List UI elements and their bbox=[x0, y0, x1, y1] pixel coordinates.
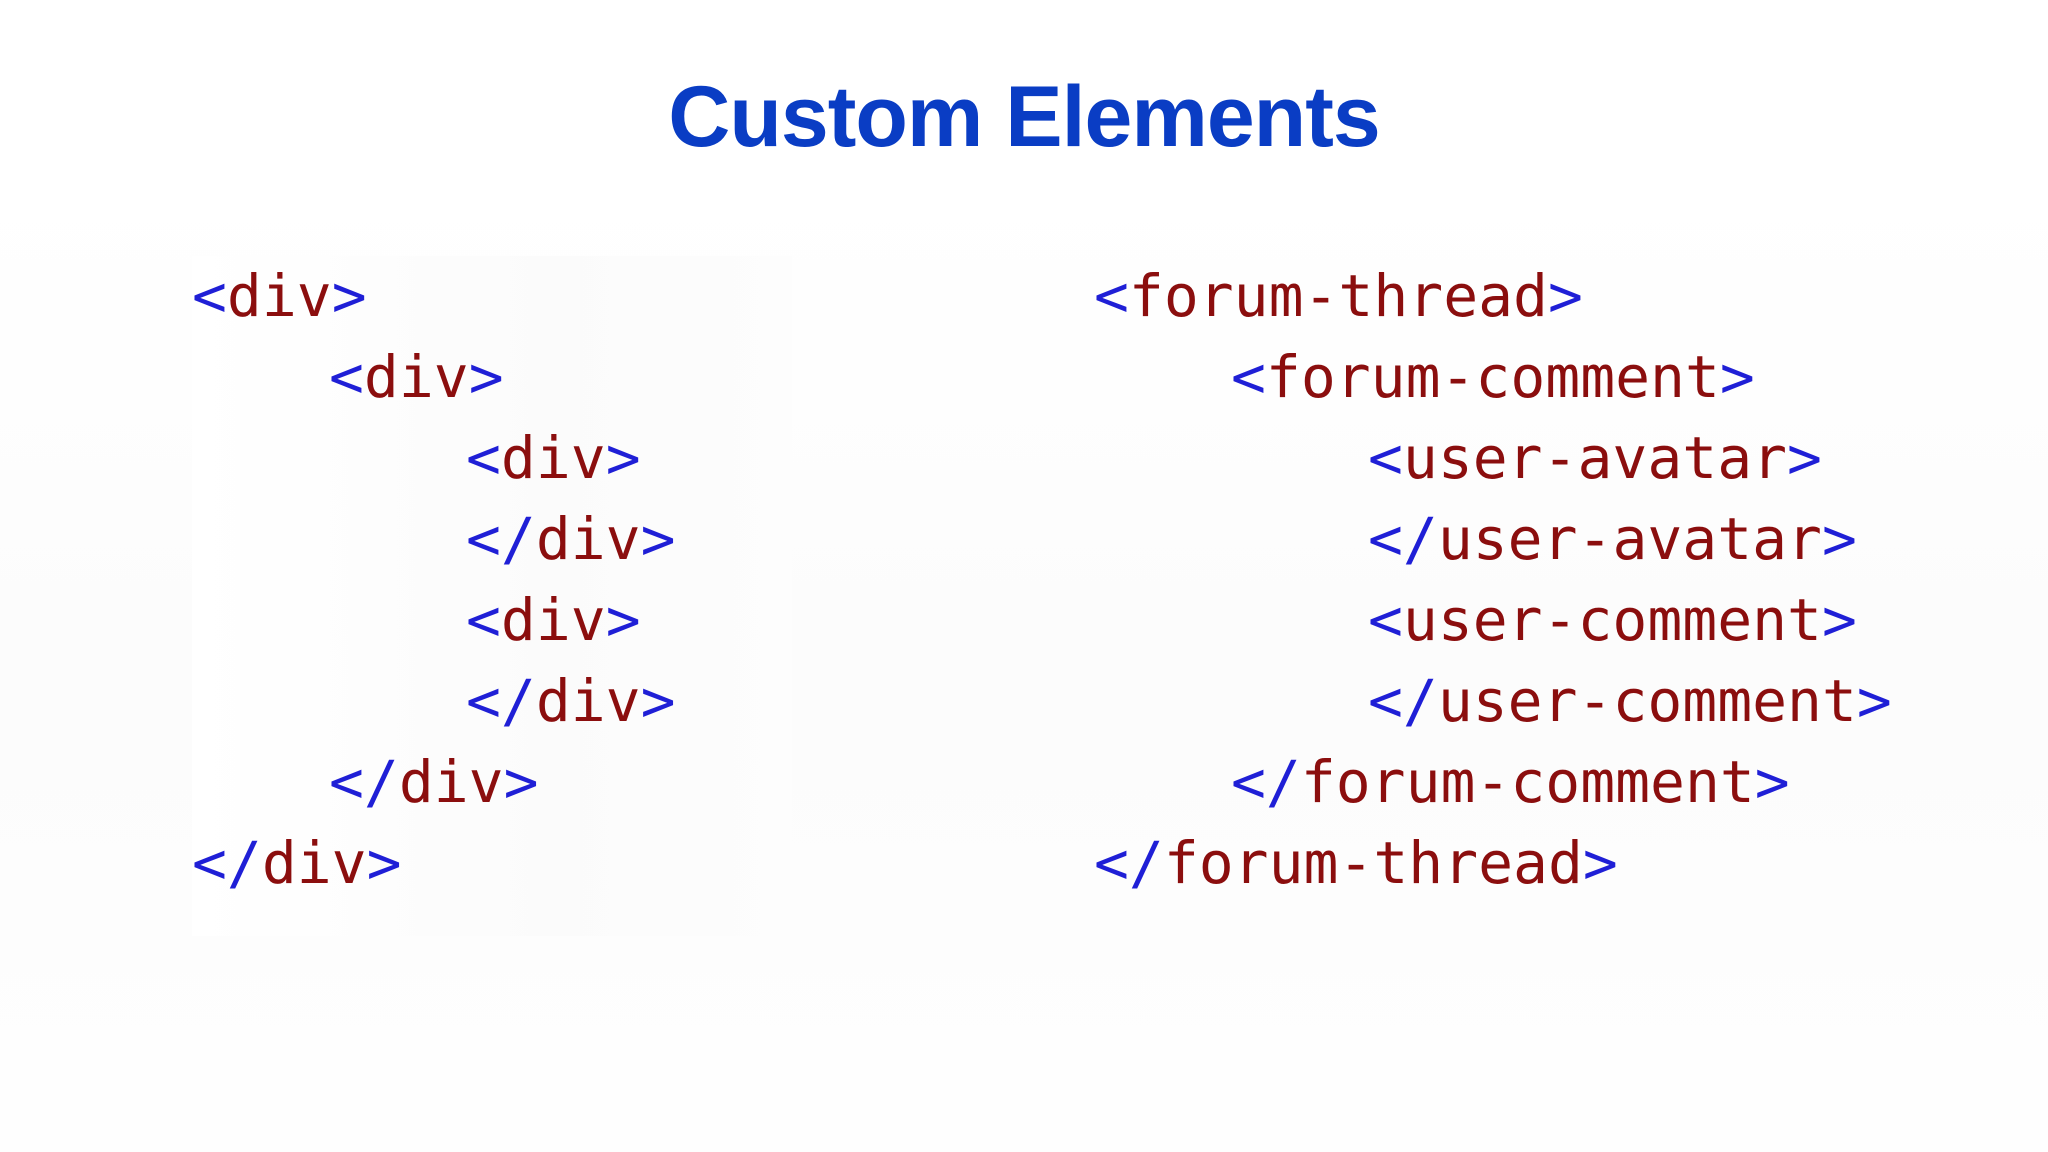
slide-title: Custom Elements bbox=[668, 69, 1380, 165]
tag-open-bracket: < bbox=[466, 424, 501, 492]
div-markup-code-block: <div><div><div></div><div></div></div></… bbox=[192, 256, 792, 936]
tag-name: div bbox=[261, 829, 367, 897]
tag-open-bracket: < bbox=[1368, 424, 1403, 492]
tag-name: forum-comment bbox=[1300, 748, 1755, 816]
tag-name: user-comment bbox=[1437, 667, 1857, 735]
tag-close-bracket: > bbox=[1787, 424, 1822, 492]
custom-elements-code-block: <forum-thread><forum-comment><user-avata… bbox=[1094, 256, 1894, 936]
tag-close-bracket: > bbox=[1719, 343, 1755, 411]
code-line: <div> bbox=[192, 337, 792, 418]
code-line: <div> bbox=[192, 418, 792, 499]
code-line: </div> bbox=[192, 742, 792, 823]
tag-close-bracket: > bbox=[468, 343, 504, 411]
tag-name: div bbox=[535, 667, 641, 735]
tag-open-bracket: </ bbox=[466, 667, 536, 735]
tag-name: user-avatar bbox=[1402, 424, 1788, 492]
tag-close-bracket: > bbox=[1821, 505, 1857, 573]
tag-close-bracket: > bbox=[605, 424, 641, 492]
tag-name: forum-comment bbox=[1265, 343, 1720, 411]
tag-close-bracket: > bbox=[331, 262, 367, 330]
code-line: </forum-comment> bbox=[1094, 742, 1894, 823]
code-line: </div> bbox=[192, 499, 792, 580]
code-line: <forum-comment> bbox=[1094, 337, 1894, 418]
tag-close-bracket: > bbox=[640, 505, 676, 573]
code-line: </user-avatar> bbox=[1094, 499, 1894, 580]
code-line: <user-comment> bbox=[1094, 580, 1894, 661]
code-line: </div> bbox=[192, 823, 792, 904]
code-line: <forum-thread> bbox=[1094, 256, 1894, 337]
tag-name: user-comment bbox=[1402, 586, 1822, 654]
tag-close-bracket: > bbox=[1821, 586, 1857, 654]
tag-name: div bbox=[500, 586, 606, 654]
tag-name: div bbox=[500, 424, 606, 492]
tag-close-bracket: > bbox=[605, 586, 641, 654]
tag-name: user-avatar bbox=[1437, 505, 1822, 573]
tag-name: div bbox=[535, 505, 641, 573]
tag-open-bracket: < bbox=[1094, 262, 1129, 330]
tag-close-bracket: > bbox=[366, 829, 402, 897]
tag-open-bracket: </ bbox=[192, 829, 262, 897]
tag-open-bracket: </ bbox=[1094, 829, 1164, 897]
tag-open-bracket: </ bbox=[1368, 667, 1438, 735]
code-line: <div> bbox=[192, 256, 792, 337]
code-line: </user-comment> bbox=[1094, 661, 1894, 742]
tag-close-bracket: > bbox=[640, 667, 676, 735]
tag-open-bracket: </ bbox=[466, 505, 536, 573]
tag-close-bracket: > bbox=[1582, 829, 1618, 897]
tag-name: div bbox=[398, 748, 504, 816]
code-line: <user-avatar> bbox=[1094, 418, 1894, 499]
tag-name: forum-thread bbox=[1128, 262, 1548, 330]
tag-close-bracket: > bbox=[1754, 748, 1790, 816]
tag-open-bracket: </ bbox=[329, 748, 399, 816]
tag-name: div bbox=[363, 343, 469, 411]
tag-close-bracket: > bbox=[1856, 667, 1892, 735]
tag-open-bracket: < bbox=[1231, 343, 1266, 411]
tag-open-bracket: </ bbox=[1231, 748, 1301, 816]
tag-name: div bbox=[226, 262, 332, 330]
code-line: <div> bbox=[192, 580, 792, 661]
tag-close-bracket: > bbox=[1547, 262, 1583, 330]
tag-open-bracket: </ bbox=[1368, 505, 1438, 573]
code-line: </forum-thread> bbox=[1094, 823, 1894, 904]
tag-open-bracket: < bbox=[1368, 586, 1403, 654]
code-line: </div> bbox=[192, 661, 792, 742]
tag-open-bracket: < bbox=[466, 586, 501, 654]
tag-open-bracket: < bbox=[329, 343, 364, 411]
tag-close-bracket: > bbox=[503, 748, 539, 816]
tag-open-bracket: < bbox=[192, 262, 227, 330]
tag-name: forum-thread bbox=[1163, 829, 1583, 897]
